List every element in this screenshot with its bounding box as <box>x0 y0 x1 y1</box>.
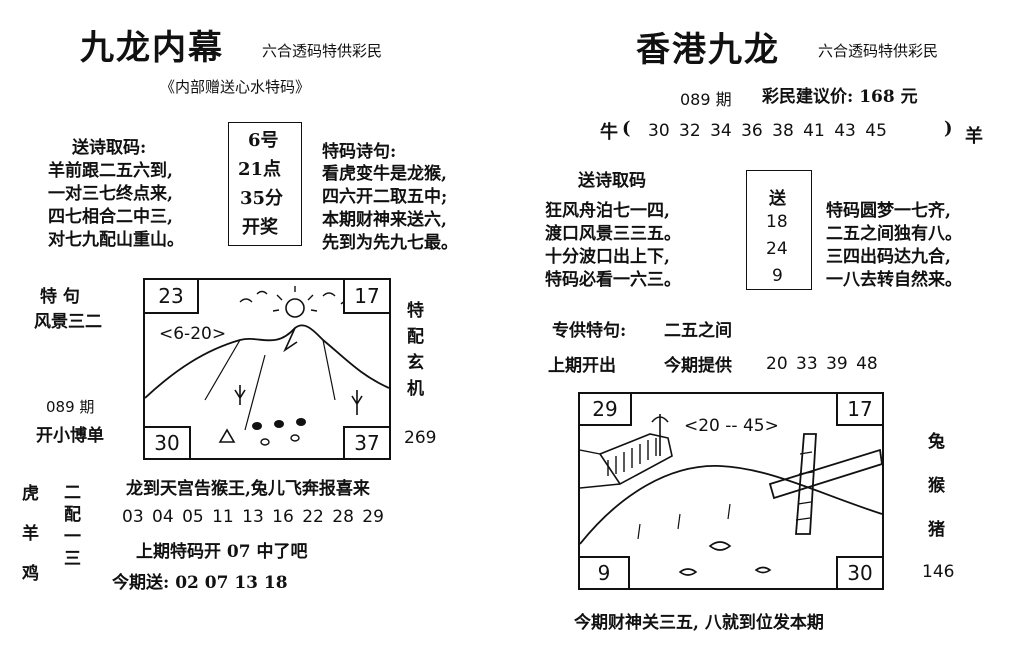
right-poem-b-line: 二五之间独有八。 <box>826 224 962 244</box>
right-send-box <box>746 170 812 290</box>
left-box-line: 开奖 <box>242 217 278 238</box>
right-poem-a-label: 送诗取码 <box>578 171 646 191</box>
right-side-char: 兔 <box>928 432 945 452</box>
right-bottom-line: 今期财神关三五, 八就到位发本期 <box>574 613 824 633</box>
left-zodiac-column: 虎 羊 鸡 <box>22 474 39 594</box>
left-box-line: 35分 <box>240 188 284 209</box>
left-poem-a-label: 送诗取码: <box>72 138 147 158</box>
left-zodiac-char: 鸡 <box>22 564 39 584</box>
right-box-line: 送 <box>769 189 786 209</box>
right-poem-a-line: 特码必看一六三。 <box>545 270 681 290</box>
left-corner-number: 30 <box>143 426 191 460</box>
left-side-vertical: 特 配 玄 机 <box>407 298 424 402</box>
right-poem-a-line: 十分波口出上下, <box>545 247 670 267</box>
right-corner-number: 30 <box>836 556 884 590</box>
left-scribble-range: <6-20> <box>159 324 227 344</box>
left-pair-char: 一 <box>64 527 81 547</box>
left-poem-b: 看虎变牛是龙猴, 四六开二取五中; 本期财神来送六, 先到为先九七最。 <box>322 163 458 255</box>
right-this-offer-numbers: 20 33 39 48 <box>766 354 878 374</box>
right-special-value: 二五之间 <box>664 321 732 341</box>
right-ox-label: 牛 <box>600 122 618 143</box>
right-side-vertical: 兔 猴 猪 <box>928 420 945 552</box>
right-ox-open: ( <box>622 118 631 139</box>
right-special-label: 专供特句: <box>552 321 627 341</box>
left-bottom-line: 上期特码开 07 中了吧 <box>136 542 308 562</box>
left-poem-b-line: 本期财神来送六, <box>322 210 447 230</box>
left-sketch-picture: <6-20> 23 17 30 37 <box>143 278 391 460</box>
left-title: 九龙内幕 <box>80 28 224 68</box>
mountain-sun-sketch <box>145 286 389 446</box>
left-side-char: 机 <box>407 379 424 399</box>
right-poem-b-line: 一八去转自然来。 <box>826 270 962 290</box>
left-side-char: 玄 <box>407 353 424 373</box>
right-corner-number: 17 <box>836 392 884 426</box>
left-issue: 089 期 <box>46 398 95 416</box>
left-side-number: 269 <box>404 428 437 448</box>
right-poem-a: 狂风舟泊七一四, 渡口风景三三五。 十分波口出上下, 特码必看一六三。 <box>545 200 681 292</box>
left-te-ju-label: 特 句 <box>40 287 80 307</box>
left-issue-note: 开小博单 <box>36 426 104 446</box>
left-poem-b-label: 特码诗句: <box>322 142 397 162</box>
left-corner-number: 17 <box>343 278 391 314</box>
right-corner-number: 9 <box>578 556 630 590</box>
left-draw-time-box <box>228 122 302 246</box>
right-box-line: 24 <box>766 239 788 259</box>
left-side-char: 特 <box>407 301 424 321</box>
right-side-number: 146 <box>922 562 955 582</box>
right-box-line: 9 <box>772 266 783 286</box>
left-poem-b-line: 先到为先九七最。 <box>322 233 458 253</box>
left-poem-b-line: 四六开二取五中; <box>322 187 448 207</box>
right-poem-b-line: 三四出码达九合, <box>826 247 951 267</box>
right-poem-a-line: 渡口风景三三五。 <box>545 224 681 244</box>
left-side-char: 配 <box>407 327 424 347</box>
left-te-ju-value: 风景三二 <box>34 312 102 332</box>
left-pair-char: 配 <box>64 505 81 525</box>
right-ox-numbers: 30 32 34 36 38 41 43 45 <box>648 121 887 141</box>
bridge-cross-sketch <box>580 414 882 576</box>
right-goat-label: 羊 <box>965 126 983 147</box>
left-poem-a-line: 一对三七终点来, <box>48 184 173 204</box>
right-box-line: 18 <box>766 212 788 232</box>
left-subtitle: 六合透码特供彩民 <box>262 42 383 60</box>
right-subtitle: 六合透码特供彩民 <box>818 42 939 60</box>
right-corner-number: 29 <box>578 392 632 426</box>
left-tagline: 《内部赠送心水特码》 <box>160 78 311 96</box>
left-box-line: 21点 <box>238 159 282 180</box>
right-poem-a-line: 狂风舟泊七一四, <box>545 201 670 221</box>
left-poem-a-line: 羊前跟二五六到, <box>48 161 173 181</box>
left-corner-number: 37 <box>343 426 391 460</box>
right-ox-close: ) <box>944 118 953 139</box>
right-last-open: 上期开出 <box>548 356 616 376</box>
right-scribble-range: <20 -- 45> <box>684 416 779 436</box>
right-poem-b-line: 特码圆梦一七齐, <box>826 201 951 221</box>
left-bottom-numbers: 03 04 05 11 13 16 22 28 29 <box>122 507 384 527</box>
right-poem-b: 特码圆梦一七齐, 二五之间独有八。 三四出码达九合, 一八去转自然来。 <box>826 200 962 292</box>
left-poem-b-line: 看虎变牛是龙猴, <box>322 164 447 184</box>
right-sketch-picture: <20 -- 45> 29 17 9 30 <box>578 392 884 590</box>
left-zodiac-char: 虎 <box>22 484 39 504</box>
right-side-char: 猪 <box>928 520 945 540</box>
left-poem-a: 羊前跟二五六到, 一对三七终点来, 四七相合二中三, 对七九配山重山。 <box>48 160 184 252</box>
left-box-line: 6号 <box>248 130 279 151</box>
left-corner-number: 23 <box>143 278 199 314</box>
right-title: 香港九龙 <box>636 30 780 70</box>
left-pair-column: 二 配 一 三 <box>64 482 81 570</box>
left-poem-a-line: 对七九配山重山。 <box>48 230 184 250</box>
left-pair-char: 三 <box>64 549 81 569</box>
right-side-char: 猴 <box>928 476 945 496</box>
left-bottom-line: 龙到天宫告猴王,兔儿飞奔报喜来 <box>126 479 370 499</box>
right-price: 彩民建议价: 168 元 <box>762 87 918 107</box>
left-bottom-line: 今期送: 02 07 13 18 <box>112 573 288 593</box>
left-zodiac-char: 羊 <box>22 524 39 544</box>
right-this-offer-label: 今期提供 <box>664 356 732 376</box>
right-issue: 089 期 <box>680 90 732 109</box>
left-poem-a-line: 四七相合二中三, <box>48 207 173 227</box>
left-pair-char: 二 <box>64 483 81 503</box>
